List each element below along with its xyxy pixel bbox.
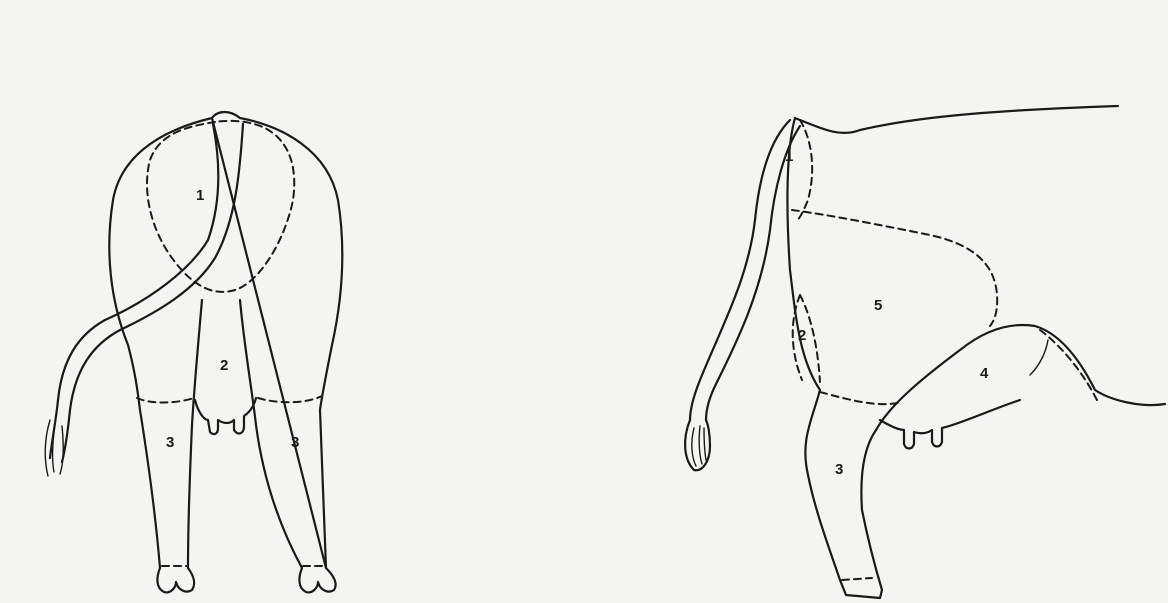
rear-tail-outline	[50, 124, 243, 462]
rear-body-outline	[109, 112, 342, 568]
side-stifle-line	[820, 392, 902, 404]
side-region-thigh	[793, 295, 820, 382]
side-back-line	[795, 106, 1118, 133]
side-region-rump	[796, 120, 812, 222]
side-label-rump: 1	[785, 148, 793, 165]
side-view-figure: 1 2 3 4 5	[685, 106, 1165, 598]
rear-label-left-leg: 3	[166, 434, 174, 451]
side-label-thigh: 2	[798, 327, 806, 344]
rear-tail-switch	[45, 420, 63, 476]
side-region-hindquarter	[792, 210, 997, 326]
rear-hock-line-left	[137, 398, 194, 403]
side-tail-switch-hairs	[692, 426, 706, 466]
rear-hoof-left	[157, 568, 194, 592]
side-label-leg: 3	[835, 461, 843, 478]
rear-hock-line-right	[258, 396, 322, 402]
rear-udder-outline	[195, 398, 256, 434]
rear-label-right-leg: 3	[291, 434, 299, 451]
side-tail-outline	[690, 120, 800, 420]
side-belly-outline	[876, 325, 1165, 430]
side-pastern-line	[842, 578, 872, 580]
side-rear-outline	[787, 118, 882, 598]
rear-label-udder: 2	[220, 357, 228, 374]
side-flank-crease	[1030, 340, 1048, 375]
rear-label-rump: 1	[196, 187, 204, 204]
side-region-flank	[1040, 330, 1098, 402]
rear-view-figure: 1 2 3 3	[45, 112, 342, 592]
side-label-flank: 4	[980, 365, 989, 382]
rear-hoof-right	[299, 568, 335, 592]
side-tail-switch	[685, 420, 710, 470]
side-label-hindquarter: 5	[874, 297, 882, 314]
side-udder-outline	[880, 400, 1020, 449]
rear-region-rump	[147, 121, 294, 292]
